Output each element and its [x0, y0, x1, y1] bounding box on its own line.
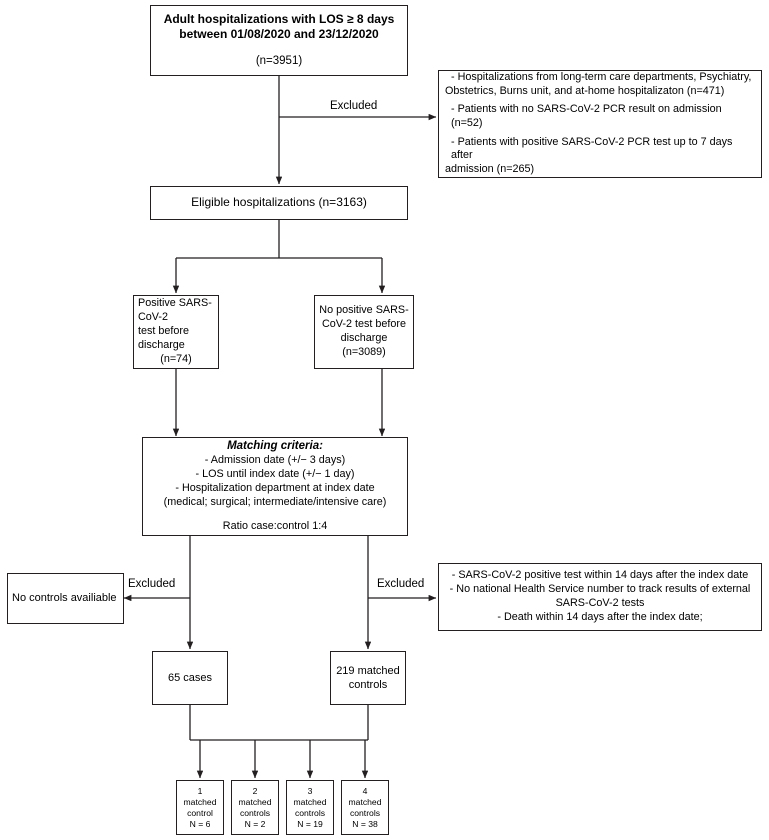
bottom-exclusion-2-line-1: - No national Health Service number to t… [449, 583, 751, 596]
stratum-2-word-2: controls [239, 807, 271, 818]
positive-test-box: Positive SARS-CoV-2 test before discharg… [133, 295, 219, 369]
top-exclusion-1-line-1: - Hospitalizations from long-term care d… [451, 71, 752, 83]
bottom-exclusion-1: - SARS-CoV-2 positive test within 14 day… [451, 569, 749, 582]
eligible-hospitalizations-box: Eligible hospitalizations (n=3163) [150, 186, 408, 220]
top-exclusion-3-line-2: admission (n=265) [445, 163, 535, 176]
stratum-3-group: 3 [307, 785, 313, 796]
positive-test-count: (n=74) [160, 352, 192, 365]
excluded-label-left: Excluded [128, 578, 176, 590]
no-positive-test-line-2: CoV-2 test before [321, 318, 407, 331]
top-exclusion-1-line-2: Obstetrics, Burns unit, and at-home hosp… [445, 84, 725, 97]
bottom-exclusion-2-line-2: SARS-CoV-2 tests [555, 597, 645, 609]
stratum-1-matched-control: 1 matched control N = 6 [176, 780, 224, 835]
stratum-2-n: N = 2 [244, 818, 266, 829]
no-positive-test-line-3: discharge (n=3089) [340, 332, 391, 358]
matching-criteria-heading: Matching criteria: [227, 440, 323, 453]
stratum-1-group: 1 [197, 785, 203, 796]
stratum-1-n: N = 6 [189, 818, 211, 829]
no-positive-test-line-1: No positive SARS- [319, 304, 409, 317]
stratum-4-matched-controls: 4 matched controls N = 38 [341, 780, 389, 835]
stratum-4-word-2: controls [349, 807, 381, 818]
stratum-4-group: 4 [362, 785, 368, 796]
positive-test-line-2: test before discharge [138, 325, 193, 351]
no-controls-box: No controls availiable [7, 573, 124, 624]
top-exclusions-box: - Hospitalizations from long-term care d… [438, 70, 762, 178]
matched-controls-line-1: 219 matched [336, 664, 400, 677]
stratum-4-word-1: matched [348, 796, 382, 807]
bottom-exclusion-3: - Death within 14 days after the index d… [497, 610, 703, 623]
matched-controls-box: 219 matched controls [330, 651, 406, 705]
stratum-3-word-1: matched [293, 796, 327, 807]
stratum-4-n: N = 38 [352, 818, 378, 829]
matching-criteria-box: Matching criteria: - Admission date (+/−… [142, 437, 408, 536]
no-positive-test-box: No positive SARS- CoV-2 test before disc… [314, 295, 414, 369]
excluded-label-right: Excluded [377, 578, 425, 590]
no-controls-label: No controls availiable [12, 592, 117, 605]
matching-criterion-3: - Hospitalization department at index da… [175, 481, 375, 494]
matched-controls-line-2: controls [348, 679, 388, 691]
source-population-line-1: Adult hospitalizations with LOS ≥ 8 days [163, 12, 395, 27]
positive-test-line-1: Positive SARS-CoV-2 [138, 297, 212, 324]
stratum-2-matched-controls: 2 matched controls N = 2 [231, 780, 279, 835]
matching-criterion-4: (medical; surgical; intermediate/intensi… [163, 495, 387, 508]
bottom-exclusions-box: - SARS-CoV-2 positive test within 14 day… [438, 563, 762, 631]
stratum-2-word-1: matched [238, 796, 272, 807]
eligible-label: Eligible hospitalizations (n=3163) [191, 195, 367, 210]
stratum-3-n: N = 19 [297, 818, 323, 829]
excluded-label-top: Excluded [330, 100, 378, 112]
cases-box: 65 cases [152, 651, 228, 705]
stratum-1-word-2: control [187, 807, 213, 818]
source-population-count: (n=3951) [255, 55, 303, 68]
source-population-box: Adult hospitalizations with LOS ≥ 8 days… [150, 5, 408, 76]
matching-ratio: Ratio case:control 1:4 [222, 519, 328, 532]
source-population-line-2: between 01/08/2020 and 23/12/2020 [179, 27, 379, 42]
spacer [145, 509, 405, 519]
matching-criterion-1: - Admission date (+/− 3 days) [204, 454, 346, 467]
spacer [155, 43, 403, 54]
top-exclusion-2: - Patients with no SARS-CoV-2 PCR result… [451, 103, 725, 130]
stratum-2-group: 2 [252, 785, 258, 796]
stratum-1-word-1: matched [183, 796, 217, 807]
matching-criterion-2: - LOS until index date (+/− 1 day) [195, 468, 355, 481]
cases-label: 65 cases [167, 671, 213, 684]
top-exclusion-3-line-1: - Patients with positive SARS-CoV-2 PCR … [451, 135, 736, 162]
stratum-3-matched-controls: 3 matched controls N = 19 [286, 780, 334, 835]
stratum-3-word-2: controls [294, 807, 326, 818]
